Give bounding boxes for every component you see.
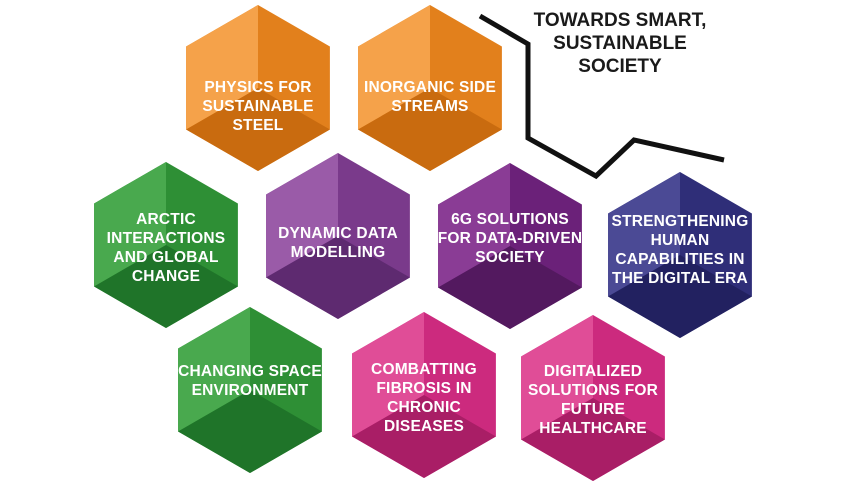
hexagon-facet-light [266, 153, 338, 278]
hexagon-facet-shade [94, 245, 238, 328]
hexagon-6 [608, 172, 752, 338]
hexagon-facet-light [186, 5, 258, 130]
diagram-title: TOWARDS SMART, SUSTAINABLE SOCIETY [533, 10, 707, 77]
hexagon-facet-shade [358, 88, 502, 171]
hexagon-3 [94, 162, 238, 328]
hexagon-facet-light [178, 307, 250, 432]
hexagon-facet-shade [186, 88, 330, 171]
hexagon-facet-light [521, 315, 593, 440]
hexagon-8 [352, 312, 496, 478]
hexagon-facet-light [94, 162, 166, 287]
hexagon-2 [358, 5, 502, 171]
hexagon-facet-shade [608, 255, 752, 338]
zigzag-line [478, 13, 725, 180]
hexagon-facet-light [608, 172, 680, 297]
hexagon-facet-shade [438, 246, 582, 329]
hexagon-5 [438, 163, 582, 329]
hexagon-facet-shade [178, 390, 322, 473]
hexagon-facet-shade [266, 236, 410, 319]
hexagon-7 [178, 307, 322, 473]
hexagon-facet-light [438, 163, 510, 288]
hexagon-4 [266, 153, 410, 319]
hexagon-facet-shade [521, 398, 665, 481]
hexagon-facet-light [358, 5, 430, 130]
hexagon-9 [521, 315, 665, 481]
hexagon-1 [186, 5, 330, 171]
hexagon-facet-shade [352, 395, 496, 478]
hexagon-facet-light [352, 312, 424, 437]
